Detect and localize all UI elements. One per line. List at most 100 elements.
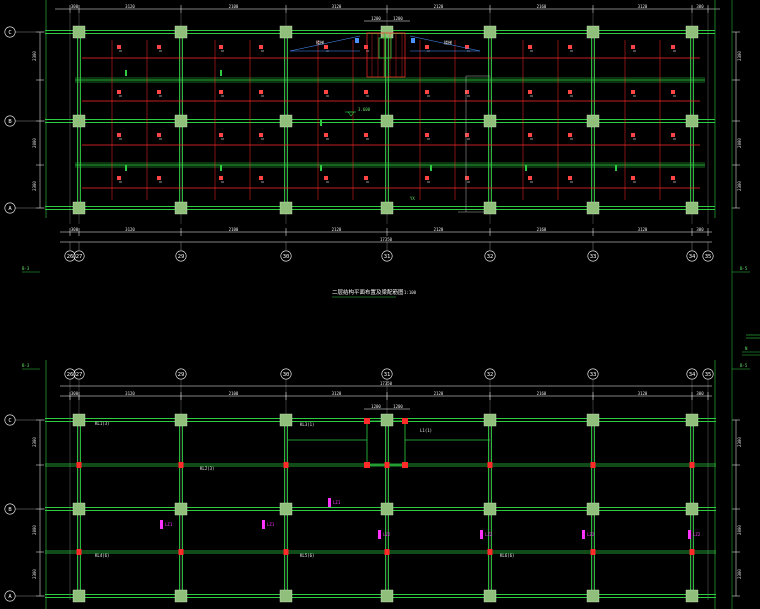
column	[279, 589, 293, 603]
bottom-dim-text: 2160	[537, 227, 547, 232]
rebar-marker	[117, 45, 121, 49]
col-axis-32-circle	[484, 368, 496, 380]
rebar-marker	[117, 90, 121, 94]
rebar-marker	[259, 45, 263, 49]
col-axis-35-circle	[702, 250, 714, 262]
rebar-marker	[219, 176, 223, 180]
left-dim-text: 2300	[32, 51, 37, 61]
stair-flight-line	[289, 35, 361, 52]
col-axis-31-circle	[381, 250, 393, 262]
stair-label: 楼梯	[444, 39, 452, 45]
column-tag-marker	[328, 498, 331, 507]
col-axis-33-circle	[587, 368, 599, 380]
rebar-marker	[157, 176, 161, 180]
slab-tag	[125, 70, 127, 76]
top-dim-text: 3120	[638, 4, 648, 9]
rebar-marker	[259, 90, 263, 94]
beam-support-marker	[76, 462, 82, 468]
column	[483, 413, 497, 427]
rebar-marker	[219, 45, 223, 49]
beam-support-marker	[384, 462, 390, 468]
col-axis-30: 30	[283, 372, 290, 378]
col-axis-35: 35	[705, 372, 712, 378]
column-tag-label: LZ1	[267, 522, 275, 527]
rebar-marker	[528, 176, 532, 180]
column	[279, 114, 293, 128]
row-axis-A: A	[8, 594, 12, 600]
slab-tag	[430, 165, 432, 171]
col-axis-26-circle	[64, 368, 76, 380]
column	[380, 114, 394, 128]
row-axis-C: C	[8, 418, 11, 424]
rebar-marker	[364, 176, 368, 180]
stair-column-marker	[364, 418, 370, 424]
col-axis-26: 26	[67, 254, 74, 260]
column	[174, 502, 188, 516]
column	[380, 413, 394, 427]
rebar-marker	[324, 176, 328, 180]
beam-label: KL5(6)	[300, 553, 314, 558]
rebar-marker	[425, 90, 429, 94]
slab-tag	[525, 165, 527, 171]
rebar-marker	[157, 90, 161, 94]
rebar-marker	[528, 90, 532, 94]
bottom-dim-text: 2100	[229, 227, 239, 232]
top-dim-text: 2100	[229, 391, 239, 396]
column-tag-label: LZ2	[485, 532, 493, 537]
top-dim-text: 3120	[332, 4, 342, 9]
col-axis-31: 31	[384, 254, 391, 260]
col-axis-29-circle	[175, 250, 187, 262]
right-dim-text: 2300	[737, 437, 742, 447]
slab-tag	[320, 165, 322, 171]
top-dim-text: 2160	[537, 391, 547, 396]
rebar-marker	[364, 45, 368, 49]
stair-dim-text: 1200	[371, 404, 381, 409]
rebar-marker	[219, 133, 223, 137]
column	[72, 502, 86, 516]
top-dim-text: 3120	[125, 391, 135, 396]
top-dim-text: 2120	[434, 391, 444, 396]
column	[685, 413, 699, 427]
column	[586, 25, 600, 39]
column-tag-marker	[688, 530, 691, 539]
top-dim-text: 3120	[332, 391, 342, 396]
column	[586, 114, 600, 128]
column	[279, 413, 293, 427]
column	[685, 502, 699, 516]
top-dim-text: 2120	[434, 4, 444, 9]
col-axis-35-circle	[702, 368, 714, 380]
plan-title-block: 二层结构平面布置及梁配筋图 1:100	[332, 288, 417, 298]
stair-arrow	[411, 38, 415, 43]
col-axis-31: 31	[384, 372, 391, 378]
column	[483, 589, 497, 603]
rebar-marker	[671, 133, 675, 137]
column-tag-marker	[378, 530, 381, 539]
rebar-marker	[465, 45, 469, 49]
column-tag-marker	[160, 520, 163, 529]
col-axis-27-circle	[73, 250, 85, 262]
slab-tag	[320, 120, 322, 126]
bottom-dim-text: 2120	[332, 227, 342, 232]
beam-support-marker	[178, 462, 184, 468]
column	[685, 201, 699, 215]
column	[483, 114, 497, 128]
left-dim-text: 2300	[32, 437, 37, 447]
beam-support-marker	[487, 549, 493, 555]
col-axis-30-circle	[280, 250, 292, 262]
column-tag-label: LZ2	[383, 532, 391, 537]
column	[483, 201, 497, 215]
rebar-marker	[671, 176, 675, 180]
stair-dim-text: 1200	[393, 16, 403, 21]
column	[483, 25, 497, 39]
bottom-dim-text: 3120	[125, 227, 135, 232]
column	[279, 201, 293, 215]
section-mark-right: B-5	[740, 363, 748, 368]
beam-label: KL2(3)	[200, 466, 214, 471]
stair-label: 楼梯	[316, 39, 324, 45]
top-dim-text: 3120	[638, 391, 648, 396]
rebar-marker	[157, 45, 161, 49]
top-dim-text: 300	[71, 391, 79, 396]
column	[483, 502, 497, 516]
col-axis-32-circle	[484, 250, 496, 262]
beam-support-marker	[76, 549, 82, 555]
